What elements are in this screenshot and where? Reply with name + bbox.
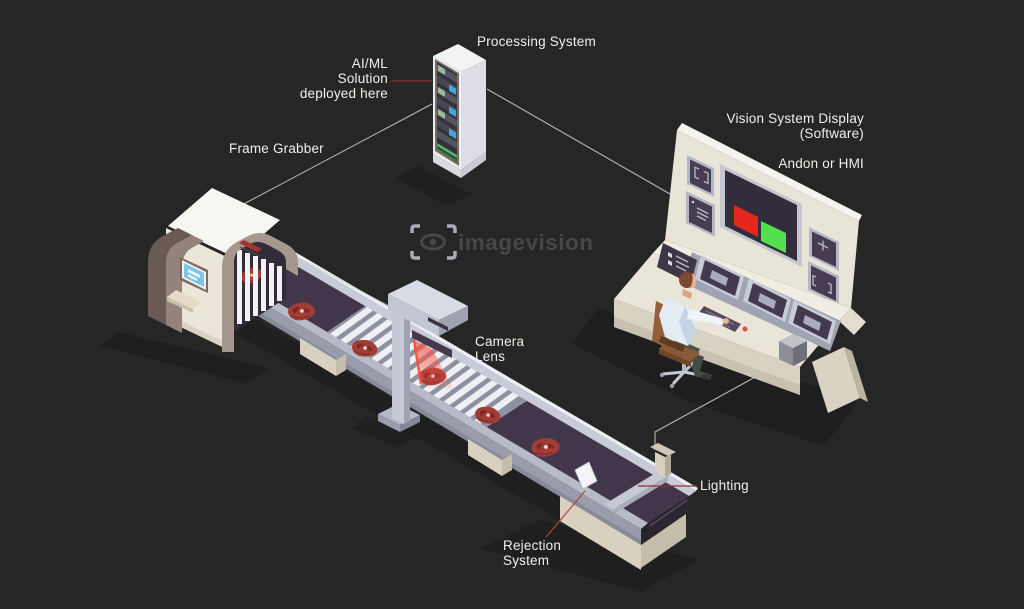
cable-console-to-lighting	[654, 357, 791, 450]
camera-post	[392, 312, 404, 424]
curtain-strips	[237, 250, 282, 324]
desk-monitor-1	[695, 255, 744, 300]
camera-head	[388, 280, 468, 320]
watermark-text: imagevision	[458, 230, 594, 255]
operator	[652, 272, 729, 389]
operator-arm	[687, 309, 725, 326]
scan-beam-edge	[412, 339, 423, 385]
label-aiml-solution: AI/ML Solution deployed here	[299, 56, 388, 101]
camera-lens-housing	[412, 330, 452, 358]
lighting-fixture	[650, 443, 676, 456]
eye-icon	[410, 224, 457, 260]
desk-monitor-3	[788, 300, 836, 344]
conveyor-supports	[300, 338, 686, 570]
floor-shadows	[100, 166, 858, 592]
leader-lines	[391, 80, 697, 538]
label-camera-lens: Camera Lens	[475, 334, 525, 364]
arch-frame	[222, 233, 298, 352]
label-rejection-system: Rejection System	[503, 538, 562, 568]
label-andon-hmi: Andon or HMI	[778, 156, 864, 171]
machine-keyboard-tray	[167, 290, 202, 313]
rejection-flap	[574, 461, 598, 490]
server-modules	[437, 64, 457, 162]
machine-monitor	[180, 257, 208, 293]
lighting-bar	[605, 471, 668, 509]
processing-rack	[433, 44, 486, 178]
wall-screen-small-2	[686, 191, 715, 237]
desk-monitor-2	[743, 278, 791, 322]
cables	[239, 88, 671, 207]
label-vision-system-display: Vision System Display (Software)	[726, 111, 864, 141]
status-green-block	[761, 221, 786, 253]
operator-head	[679, 272, 695, 288]
cable-rack-to-framegrabber	[239, 103, 433, 207]
watermark: imagevision	[410, 224, 594, 260]
wall-screen-small-3	[809, 227, 839, 271]
scan-beam	[414, 340, 454, 390]
wall-screen-small-4	[808, 261, 839, 305]
console-desk	[614, 253, 839, 367]
operator-console	[614, 123, 868, 413]
leader-rejection	[545, 490, 586, 538]
status-red-block	[734, 205, 758, 237]
cable-framegrabber-to-camera	[283, 249, 397, 311]
label-processing-system: Processing System	[477, 34, 596, 49]
mouse	[742, 326, 748, 332]
label-lighting: Lighting	[700, 478, 749, 493]
frame-grabber-machine	[148, 188, 298, 352]
cable-rack-to-console	[486, 88, 671, 195]
junction-box	[779, 334, 807, 366]
andon-screen	[720, 164, 802, 267]
rollers	[327, 307, 519, 425]
indicator-strip	[239, 240, 262, 252]
wall-screen-small-1	[687, 155, 714, 197]
label-frame-grabber: Frame Grabber	[229, 141, 324, 156]
camera-gantry	[378, 280, 468, 432]
